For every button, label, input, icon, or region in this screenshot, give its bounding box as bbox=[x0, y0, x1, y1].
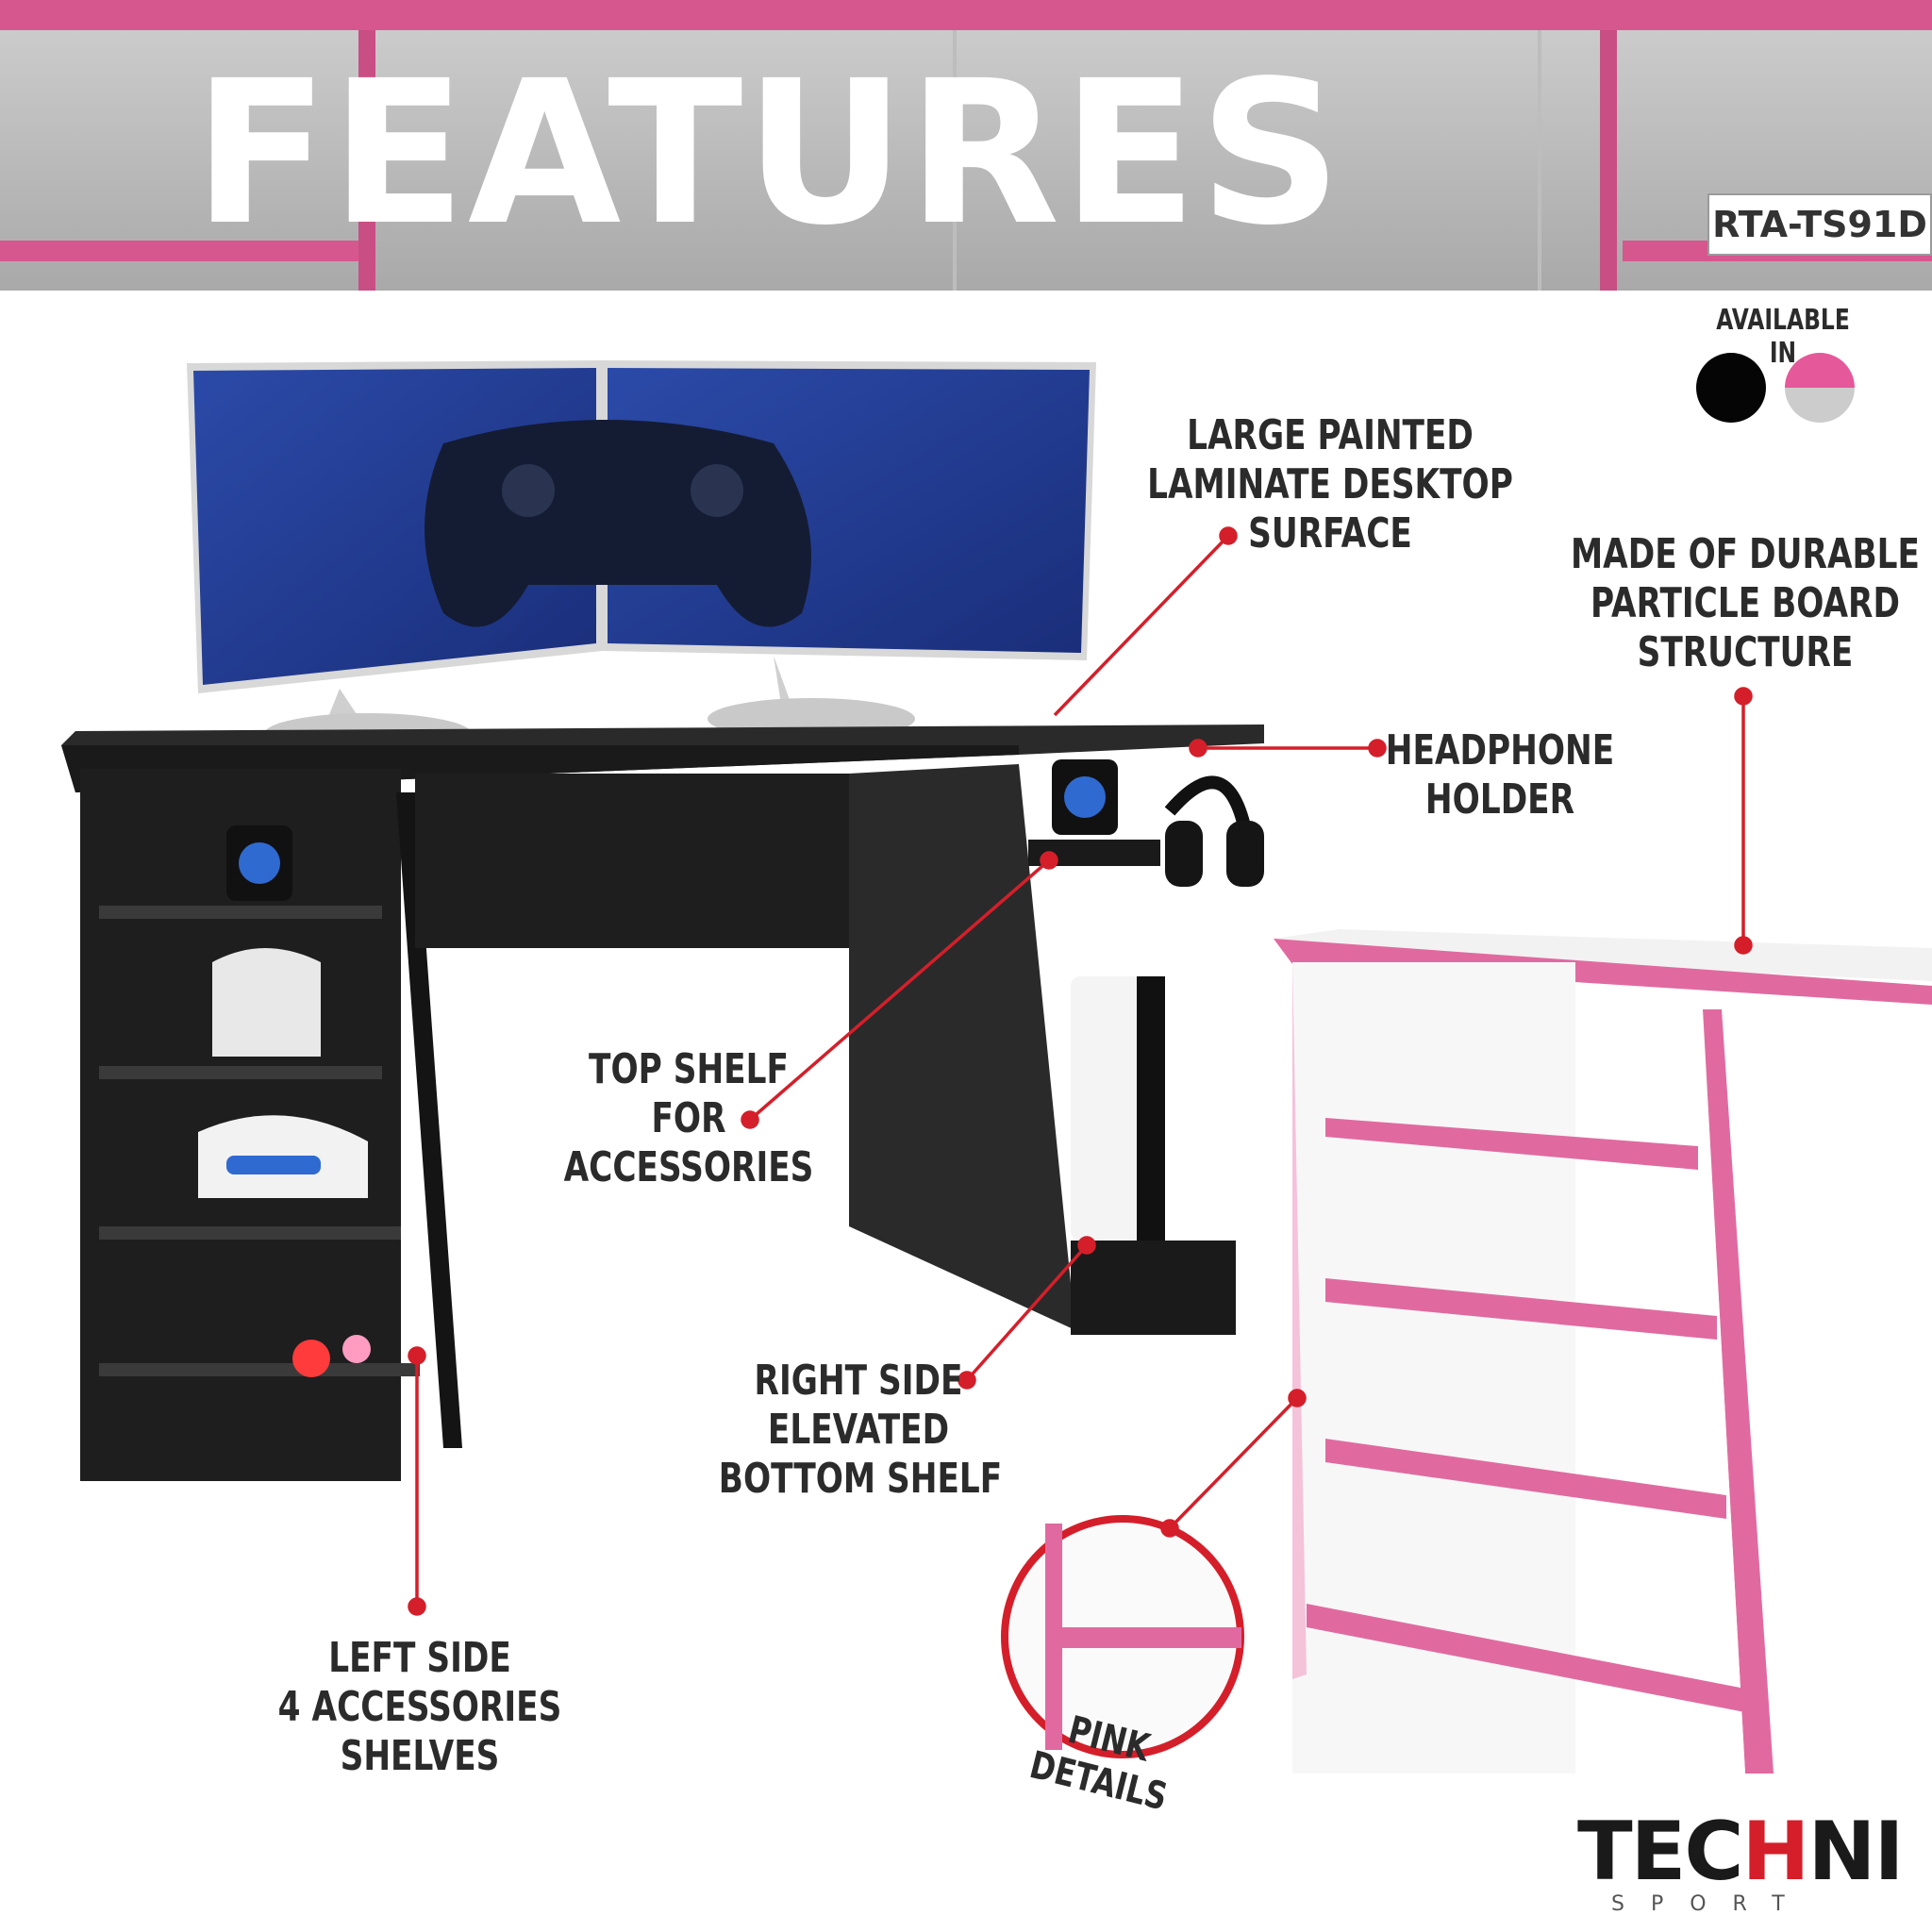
color-swatch-black[interactable] bbox=[1696, 353, 1766, 423]
model-number: RTA-TS91D bbox=[1707, 193, 1932, 256]
callout-line: MADE OF DURABLE bbox=[1571, 530, 1920, 578]
callout-line: LARGE PAINTED bbox=[1187, 411, 1474, 459]
header-seam bbox=[1538, 30, 1541, 291]
pink-details-zoom bbox=[1001, 1515, 1244, 1758]
callout-line: ACCESSORIES bbox=[563, 1143, 814, 1191]
callout-left-shelves: LEFT SIDE 4 ACCESSORIES SHELVES bbox=[276, 1634, 563, 1781]
header-seam bbox=[953, 30, 957, 291]
callout-line: TOP SHELF bbox=[589, 1045, 789, 1093]
brand-logo-part: NI bbox=[1807, 1805, 1905, 1899]
brand-logo: TECHNI bbox=[1577, 1809, 1904, 1894]
callout-line: HOLDER bbox=[1424, 775, 1575, 824]
callout-line: BOTTOM SHELF bbox=[718, 1455, 1003, 1503]
header-pink-post bbox=[358, 30, 375, 291]
callout-line: SURFACE bbox=[1248, 509, 1412, 558]
callout-line: PARTICLE BOARD bbox=[1591, 579, 1900, 627]
callout-line: LEFT SIDE bbox=[328, 1634, 511, 1682]
callout-line: 4 ACCESSORIES bbox=[277, 1683, 562, 1731]
callout-right-shelf: RIGHT SIDE ELEVATED BOTTOM SHELF bbox=[718, 1357, 1003, 1504]
callout-line: HEADPHONE bbox=[1385, 726, 1615, 774]
black-desk bbox=[61, 724, 1264, 1481]
callout-line: ELEVATED bbox=[767, 1406, 950, 1454]
brand-logo-part: TEC bbox=[1577, 1805, 1744, 1899]
page-title: FEATURES bbox=[193, 38, 1344, 269]
callout-line: LAMINATE DESKTOP bbox=[1147, 460, 1513, 508]
callout-desktop-surface: LARGE PAINTED LAMINATE DESKTOP SURFACE bbox=[1131, 411, 1528, 558]
header-pink-shelf bbox=[0, 241, 358, 261]
callout-line: SHELVES bbox=[340, 1732, 500, 1780]
header-pink-post bbox=[1600, 30, 1617, 291]
callout-lines bbox=[408, 526, 1753, 1616]
available-in-label: AVAILABLE IN bbox=[1716, 304, 1850, 370]
pink-desk bbox=[1274, 929, 1932, 1774]
callout-line: STRUCTURE bbox=[1637, 628, 1854, 676]
brand-subtitle: SPORT bbox=[1611, 1892, 1811, 1916]
dual-monitors bbox=[187, 360, 1096, 755]
callout-headphone-holder: HEADPHONE HOLDER bbox=[1374, 726, 1624, 824]
color-swatch-pink[interactable] bbox=[1785, 353, 1855, 423]
brand-logo-part: H bbox=[1741, 1805, 1810, 1899]
callout-particle-board: MADE OF DURABLE PARTICLE BOARD STRUCTURE bbox=[1546, 530, 1932, 677]
callout-line: RIGHT SIDE bbox=[754, 1357, 963, 1405]
callout-line: FOR bbox=[651, 1094, 726, 1142]
callout-top-shelf: TOP SHELF FOR ACCESSORIES bbox=[563, 1045, 814, 1192]
header-pink-stripe bbox=[0, 0, 1932, 30]
